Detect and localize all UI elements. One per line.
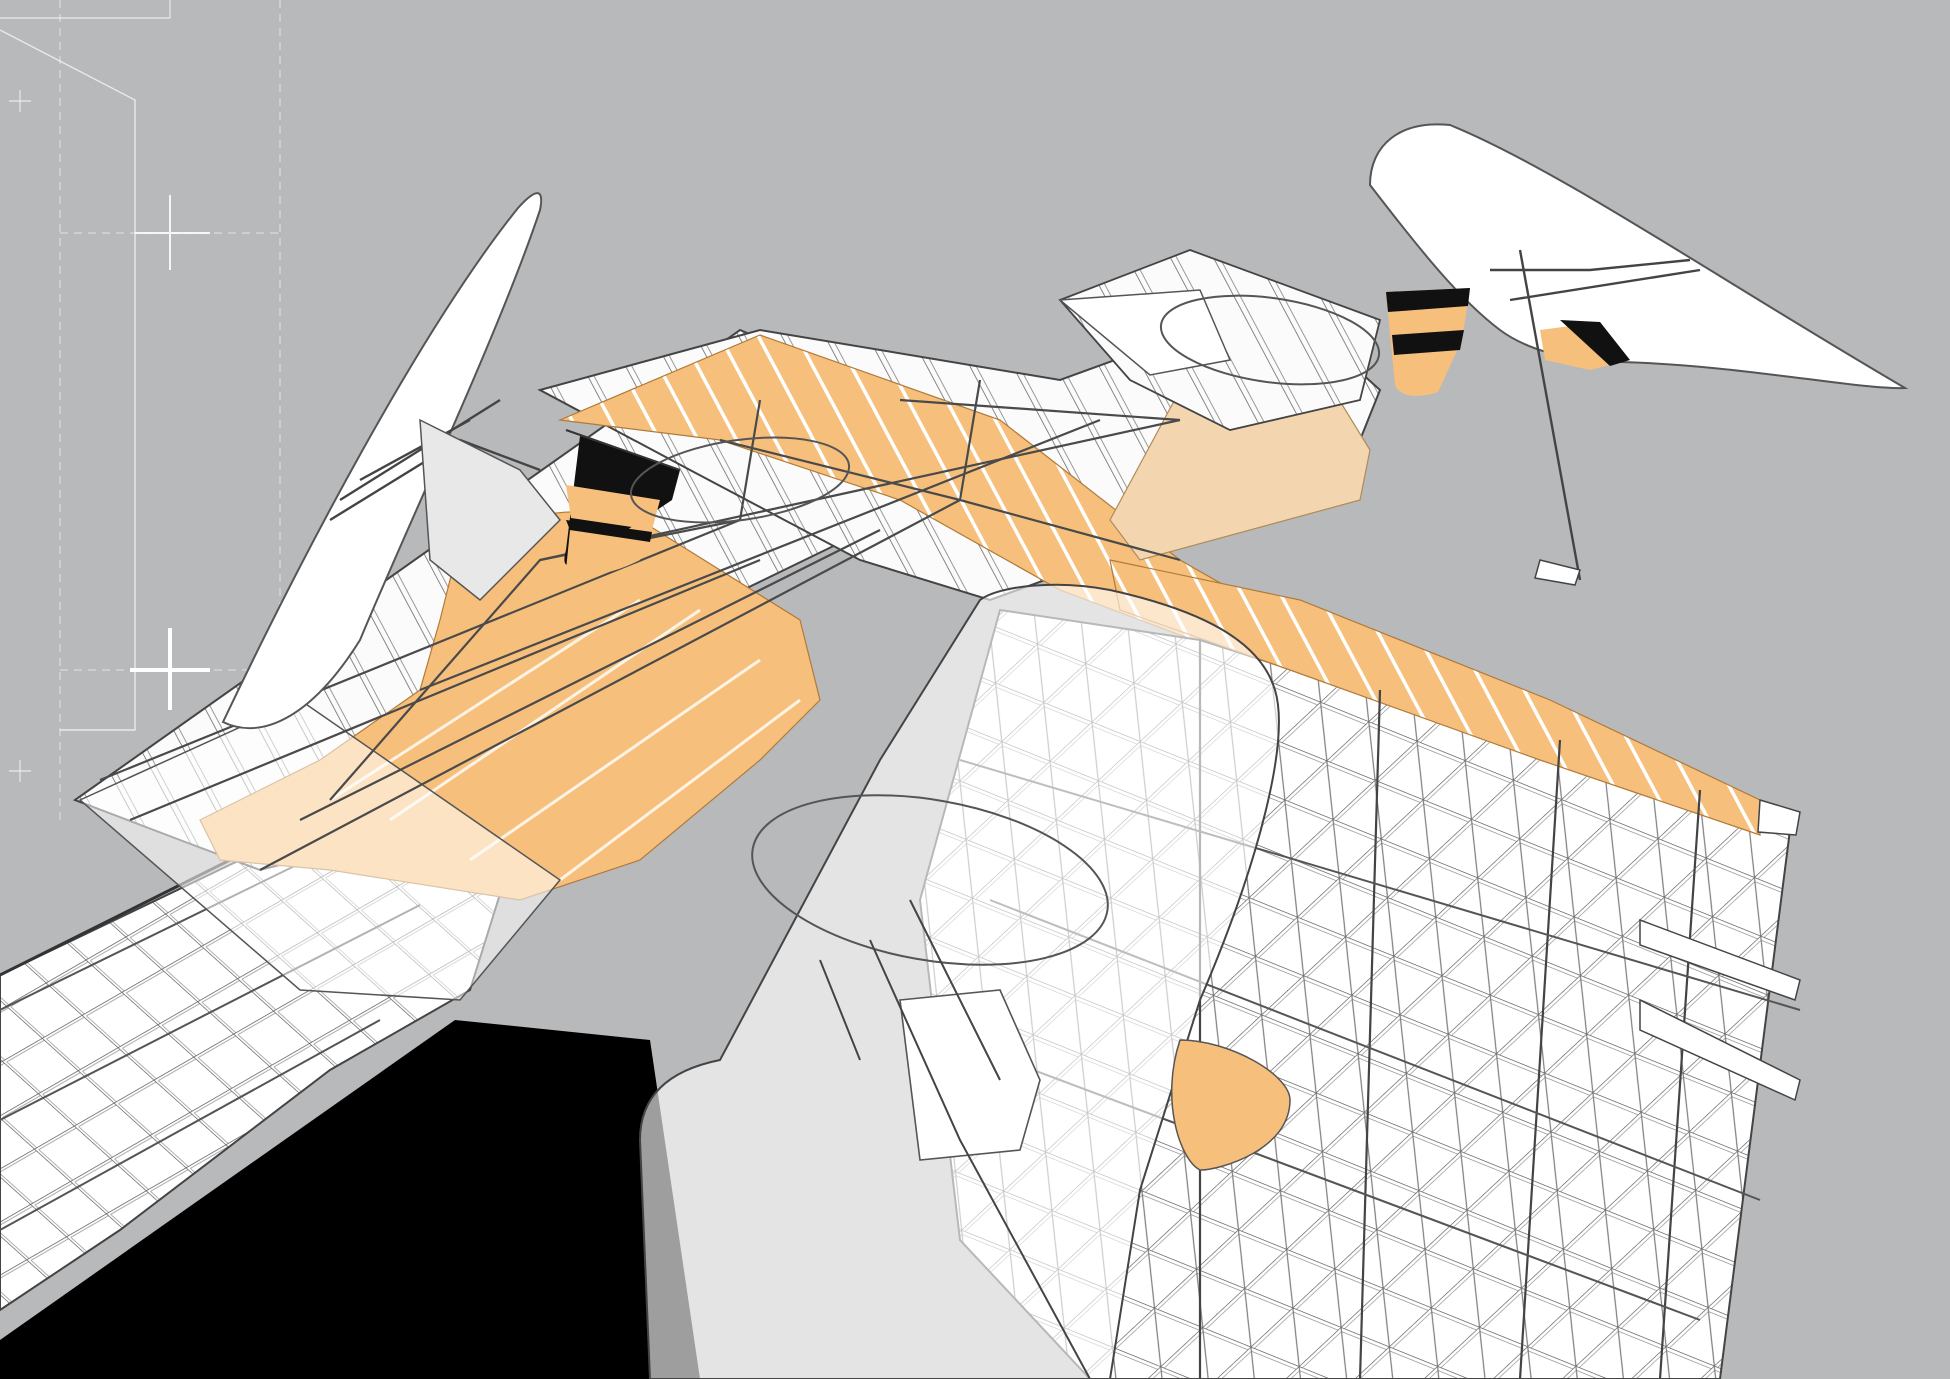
- registration-crosshairs: [0, 0, 281, 820]
- right-propeller-blade: [1058, 123, 1909, 586]
- right-nacelle-striped: [1386, 288, 1630, 396]
- main-deck-framework: [0, 249, 1801, 1379]
- translucent-fuselage-shell: [629, 294, 1381, 1379]
- left-propeller-blade: [221, 192, 562, 730]
- cast-shadow: [0, 1020, 700, 1379]
